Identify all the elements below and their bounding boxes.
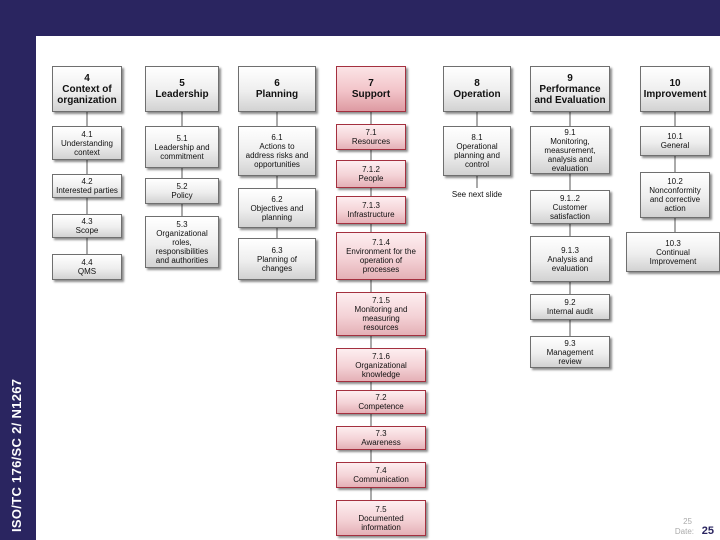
subclause-9-1: 9.1 Monitoring, measurement, analysis an… (530, 126, 610, 174)
subclause-7-3: 7.3 Awareness (336, 426, 426, 450)
footer-page-number: 25 (701, 525, 714, 537)
subclause-7-4: 7.4 Communication (336, 462, 426, 488)
clause-4-context: 4 Context of organization (52, 66, 122, 112)
subclause-9-3: 9.3 Management review (530, 336, 610, 368)
subclause-9-1-3: 9.1.3 Analysis and evaluation (530, 236, 610, 282)
subclause-5-2: 5.2 Policy (145, 178, 219, 204)
left-band (0, 0, 36, 540)
subclause-4-1: 4.1 Understanding context (52, 126, 122, 160)
subclause-9-1-2: 9.1..2 Customer satisfaction (530, 190, 610, 224)
subclause-8-1: 8.1 Operational planning and control (443, 126, 511, 176)
subclause-7-1-2: 7.1.2 People (336, 160, 406, 188)
clause-10-improvement: 10 Improvement (640, 66, 710, 112)
subclause-6-2: 6.2 Objectives and planning (238, 188, 316, 228)
clause-7-support: 7 Support (336, 66, 406, 112)
subclause-6-3: 6.3 Planning of changes (238, 238, 316, 280)
clause-9-performance: 9 Performance and Evaluation (530, 66, 610, 112)
footer-date-label: Date: (674, 527, 694, 536)
see-next-slide-note: See next slide (451, 190, 503, 199)
subclause-5-3: 5.3 Organizational roles, responsibiliti… (145, 216, 219, 268)
subclause-10-3: 10.3 Continual Improvement (626, 232, 720, 272)
subclause-10-1: 10.1 General (640, 126, 710, 156)
subclause-5-1: 5.1 Leadership and commitment (145, 126, 219, 168)
clause-6-planning: 6 Planning (238, 66, 316, 112)
subclause-4-3: 4.3 Scope (52, 214, 122, 238)
subclause-7-1: 7.1 Resources (336, 124, 406, 150)
subclause-4-4: 4.4 QMS (52, 254, 122, 280)
subclause-6-1: 6.1 Actions to address risks and opportu… (238, 126, 316, 176)
subclause-10-2: 10.2 Nonconformity and corrective action (640, 172, 710, 218)
subclause-7-1-3: 7.1.3 Infrastructure (336, 196, 406, 224)
clause-8-operation: 8 Operation (443, 66, 511, 112)
subclause-7-5: 7.5 Documented information (336, 500, 426, 536)
subclause-7-1-4: 7.1.4 Environment for the operation of p… (336, 232, 426, 280)
subclause-9-2: 9.2 Internal audit (530, 294, 610, 320)
clause-5-leadership: 5 Leadership (145, 66, 219, 112)
footer-page-small: 25 (683, 517, 692, 526)
subclause-7-1-6: 7.1.6 Organizational knowledge (336, 348, 426, 382)
subclause-7-2: 7.2 Competence (336, 390, 426, 414)
top-band (0, 0, 720, 36)
subclause-4-2: 4.2 Interested parties (52, 174, 122, 198)
subclause-7-1-5: 7.1.5 Monitoring and measuring resources (336, 292, 426, 336)
